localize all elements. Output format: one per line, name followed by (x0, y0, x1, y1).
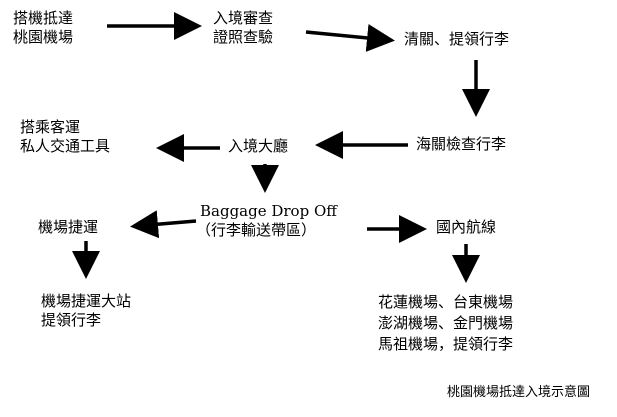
arrow-immigration-to-claim (305, 24, 395, 52)
node-mrt-main-station-line-1: 機場捷運大站 (41, 292, 132, 310)
node-domestic-airports: 花蓮機場、台東機場 澎湖機場、金門機場 馬祖機場，提領行李 (378, 292, 513, 355)
diagram-caption: 桃園機場抵達入境示意圖 (447, 385, 591, 400)
node-airport-mrt-line-1: 機場捷運 (38, 218, 99, 236)
node-airport-mrt: 機場捷運 (38, 218, 98, 237)
node-baggage-dropoff-line-1: Baggage Drop Off (200, 202, 337, 220)
node-mrt-main-station-line-2: 提領行李 (41, 311, 102, 329)
node-customs-line-1: 海關檢查行李 (416, 135, 507, 153)
node-domestic-flights-line-1: 國內航線 (436, 218, 497, 236)
node-ground-transport: 搭乘客運 私人交通工具 (20, 118, 110, 156)
node-immigration: 入境審查 證照查驗 (213, 9, 273, 47)
node-immigration-line-1: 入境審查 (213, 9, 274, 27)
node-ground-transport-line-2: 私人交通工具 (20, 137, 111, 155)
node-customs: 海關檢查行李 (416, 135, 506, 154)
node-arrive-taoyuan-line-1: 搭機抵達 (13, 9, 74, 27)
node-domestic-airports-line-3: 馬祖機場，提領行李 (378, 335, 514, 353)
node-immigration-line-2: 證照查驗 (213, 28, 274, 46)
node-arrival-hall: 入境大廳 (228, 137, 288, 156)
node-domestic-flights: 國內航線 (436, 218, 496, 237)
node-arrive-taoyuan: 搭機抵達 桃園機場 (13, 9, 73, 47)
node-domestic-airports-line-2: 澎湖機場、金門機場 (378, 314, 514, 332)
node-domestic-airports-line-1: 花蓮機場、台東機場 (378, 293, 514, 311)
node-ground-transport-line-1: 搭乘客運 (20, 118, 81, 136)
node-mrt-main-station: 機場捷運大站 提領行李 (41, 292, 131, 330)
node-claim-baggage: 清關、提領行李 (404, 30, 509, 49)
node-baggage-dropoff-line-2: （行李輸送帶區） (196, 221, 317, 239)
node-arrive-taoyuan-line-2: 桃園機場 (13, 28, 74, 46)
node-claim-baggage-line-1: 清關、提領行李 (404, 30, 510, 48)
node-baggage-dropoff: Baggage Drop Off （行李輸送帶區） (196, 202, 337, 240)
node-arrival-hall-line-1: 入境大廳 (228, 137, 289, 155)
arrow-dropoff-to-mrt (130, 210, 197, 239)
